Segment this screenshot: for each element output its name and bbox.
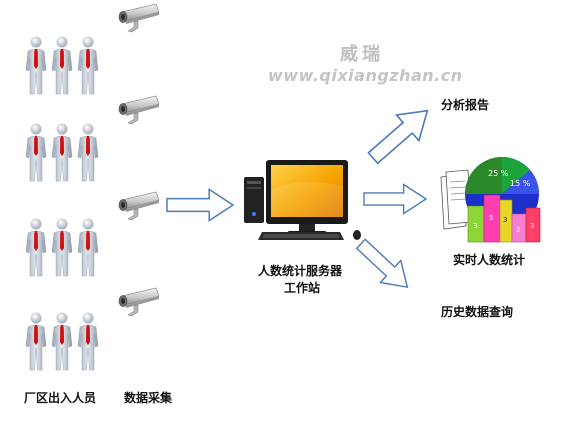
bar-digit: 3	[530, 222, 534, 230]
arrow-icon	[363, 183, 427, 215]
person-icon	[25, 217, 47, 277]
person-icon	[51, 122, 73, 182]
person-icon	[77, 217, 99, 277]
watermark-brand: 威瑞	[340, 44, 384, 65]
pie-label-a: 25 %	[488, 169, 509, 178]
arrow-to-analysis	[361, 97, 440, 172]
person-icon	[25, 35, 47, 95]
camera-icon	[118, 95, 160, 125]
bar-digit: 2	[516, 226, 520, 234]
camera-icon	[118, 287, 160, 317]
arrow-icon	[349, 232, 419, 299]
camera-group	[118, 3, 160, 317]
arrow-to-history	[349, 232, 419, 299]
person-icon	[25, 122, 47, 182]
person-icon	[77, 122, 99, 182]
label-realtime-count: 实时人数统计	[453, 253, 526, 267]
watermark-url: www.qixiangzhan.cn	[268, 66, 463, 85]
pie-label-b: 15 %	[510, 179, 531, 188]
person-icon	[77, 35, 99, 95]
label-analysis-report: 分析报告	[441, 98, 490, 112]
bar-digit: 5	[489, 214, 493, 222]
person-icon	[51, 217, 73, 277]
people-row-3	[25, 217, 99, 277]
arrow-icon	[361, 97, 440, 172]
people-row-2	[25, 122, 99, 182]
report-chart-icon	[440, 157, 541, 243]
bar-digit: 3	[503, 216, 507, 224]
label-data-collection: 数据采集	[124, 391, 173, 405]
computer-icon	[244, 160, 361, 240]
arrow-icon	[166, 188, 234, 222]
person-icon	[51, 311, 73, 371]
camera-icon	[118, 191, 160, 221]
people-row-1	[25, 35, 99, 95]
person-icon	[25, 311, 47, 371]
label-server: 人数统计服务器	[258, 264, 343, 278]
label-personnel: 厂区出入人员	[24, 391, 97, 405]
label-workstation: 工作站	[284, 281, 321, 295]
personnel-group	[25, 35, 99, 371]
bar-digit: 3	[473, 222, 477, 230]
people-row-4	[25, 311, 99, 371]
camera-icon	[118, 3, 160, 33]
label-history-query: 历史数据查询	[441, 305, 514, 319]
person-icon	[51, 35, 73, 95]
person-icon	[77, 311, 99, 371]
